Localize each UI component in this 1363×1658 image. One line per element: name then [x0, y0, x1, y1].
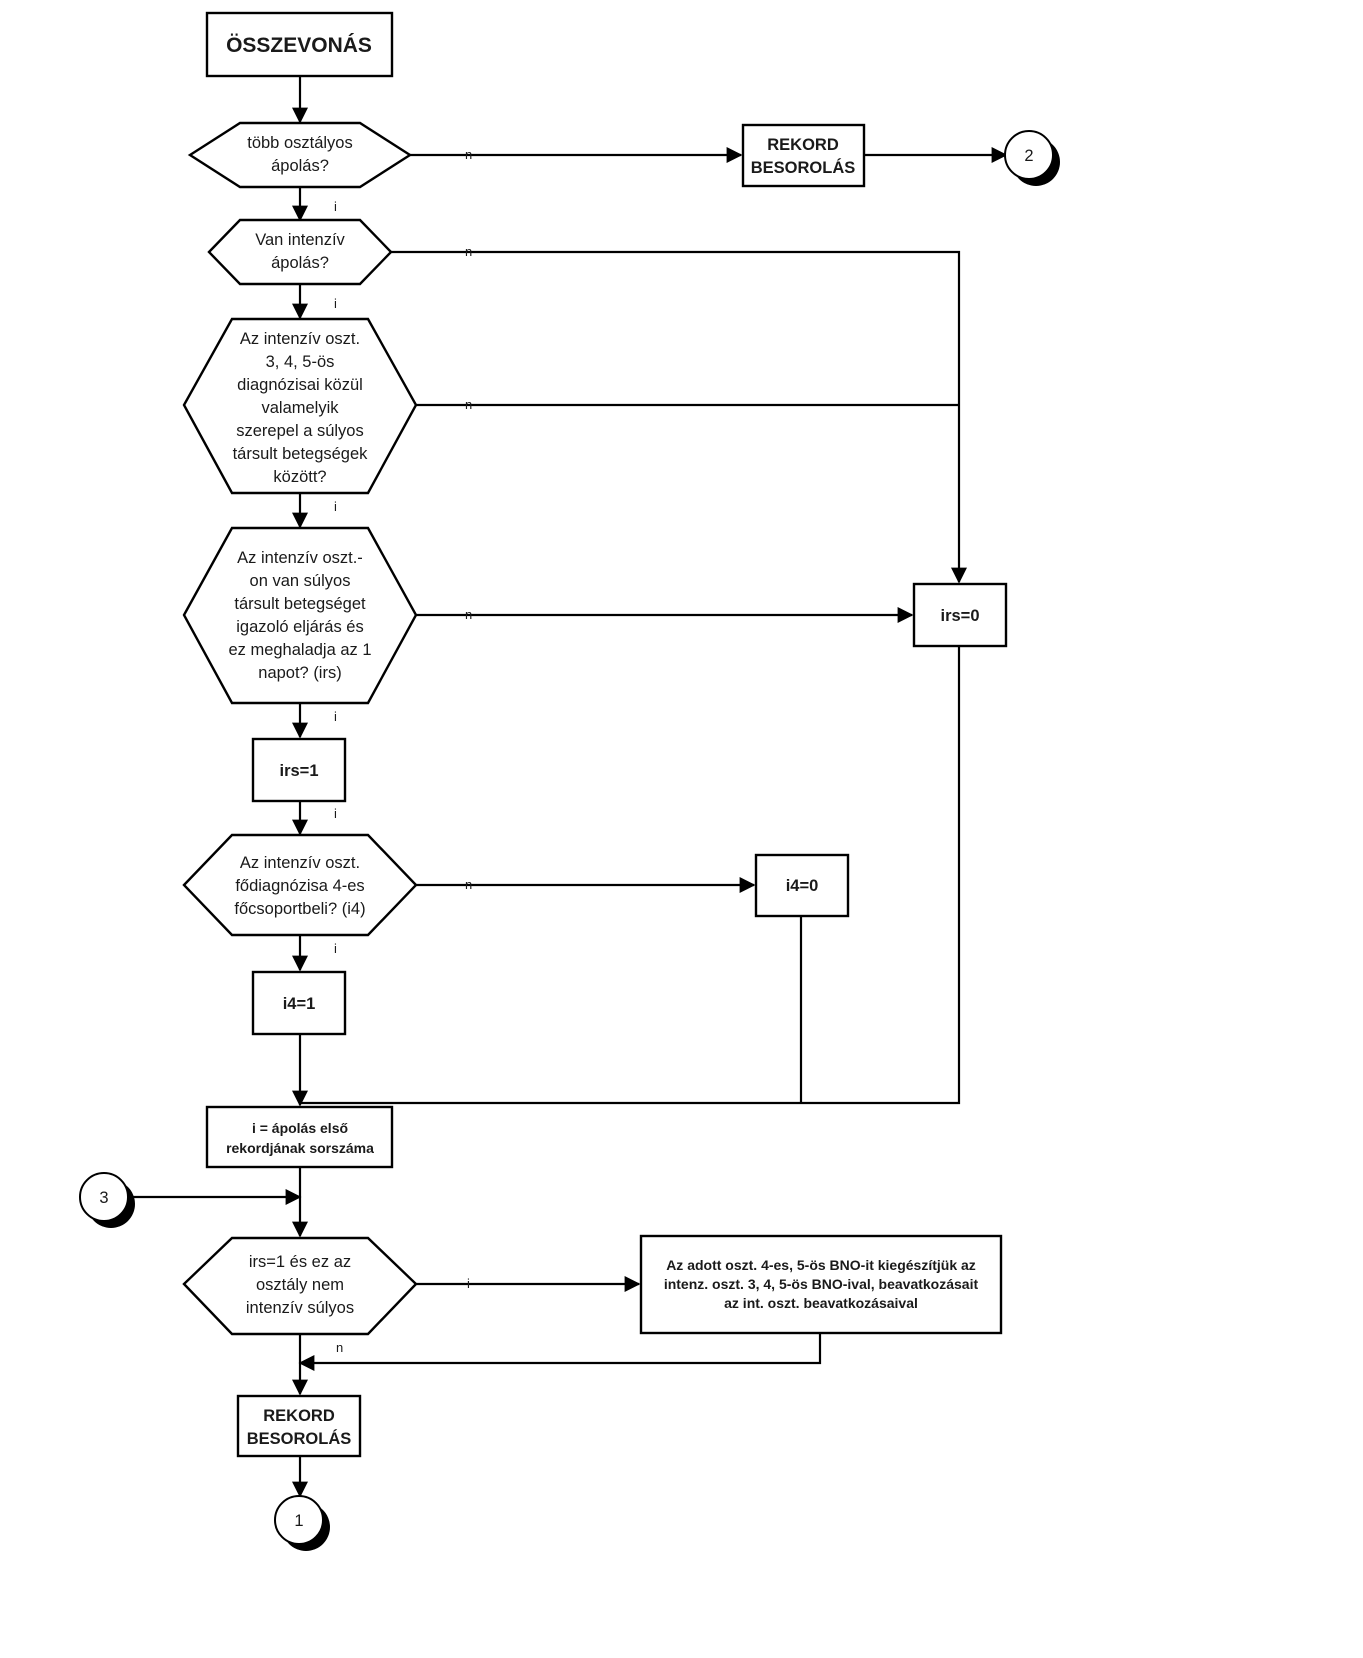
decision-text-line: valamelyik	[261, 399, 339, 417]
process-text-line: i = ápolás első	[252, 1120, 348, 1136]
decision-text-line: több osztályos	[247, 134, 352, 152]
process-text-line: intenz. oszt. 3, 4, 5-ös BNO-ival, beava…	[664, 1276, 979, 1292]
connector-label: 3	[99, 1189, 108, 1207]
label-no: n	[336, 1340, 343, 1355]
decision-text-line: on van súlyos	[250, 572, 351, 590]
label-no: n	[465, 877, 472, 892]
decision-text-line: irs=1 és ez az	[249, 1253, 351, 1271]
edge-bno-main	[298, 1333, 822, 1371]
decision-text-line: társult betegségek	[233, 445, 369, 463]
label-no: n	[465, 397, 472, 412]
process-text-line: irs=1	[280, 762, 319, 780]
edge-d2-irs0	[390, 250, 967, 584]
decision-text-line: ápolás?	[271, 254, 329, 272]
label-yes: i	[334, 941, 337, 956]
process-merge-bno: Az adott oszt. 4-es, 5-ös BNO-it kiegész…	[639, 1234, 1003, 1335]
edge-irs0-merge	[300, 646, 961, 1105]
process-text-line: az int. oszt. beavatkozásaival	[724, 1295, 918, 1311]
decision-text-line: társult betegséget	[234, 595, 366, 613]
decision-text-line: osztály nem	[256, 1276, 344, 1294]
label-no: n	[465, 244, 472, 259]
decision-text-line: diagnózisai közül	[237, 376, 363, 394]
label-yes: i	[334, 499, 337, 514]
connector-1: 1	[274, 1495, 330, 1551]
connections	[133, 76, 1008, 1498]
decision-text-line: szerepel a súlyos	[236, 422, 363, 440]
decision-irs1-not-intensive: irs=1 és ez az osztály nem intenzív súly…	[182, 1236, 418, 1336]
start-box: ÖSSZEVONÁS	[205, 11, 394, 78]
decision-intensive-care: Van intenzív ápolás?	[207, 218, 393, 286]
label-yes: i	[467, 1276, 470, 1291]
decision-text-line: 3, 4, 5-ös	[266, 353, 335, 371]
process-text-line: REKORD	[263, 1407, 335, 1425]
decision-text-line: Az intenzív oszt.-	[237, 549, 363, 567]
decision-text-line: főcsoportbeli? (i4)	[234, 900, 365, 918]
decision-i4: Az intenzív oszt. fődiagnózisa 4-es főcs…	[182, 833, 418, 937]
start-label: ÖSSZEVONÁS	[226, 34, 372, 57]
decision-severe-comorbidity: Az intenzív oszt. 3, 4, 5-ös diagnózisai…	[182, 317, 418, 495]
process-text-line: BESOROLÁS	[247, 1429, 352, 1448]
label-no: n	[465, 147, 472, 162]
connector-label: 2	[1024, 147, 1033, 165]
decision-text-line: fődiagnózisa 4-es	[235, 877, 364, 895]
label-yes: i	[334, 296, 337, 311]
process-i41: i4=1	[251, 970, 347, 1036]
decision-text-line: Az intenzív oszt.	[240, 854, 360, 872]
label-yes: i	[334, 709, 337, 724]
process-i40: i4=0	[754, 853, 850, 918]
process-text-line: REKORD	[767, 136, 839, 154]
decision-text-line: intenzív súlyos	[246, 1299, 354, 1317]
process-rekord-besorolas-bottom: REKORD BESOROLÁS	[236, 1394, 362, 1458]
label-yes: i	[334, 806, 337, 821]
process-text-line: i4=1	[283, 995, 316, 1013]
process-rekord-besorolas-top: REKORD BESOROLÁS	[741, 123, 866, 188]
process-text-line: Az adott oszt. 4-es, 5-ös BNO-it kiegész…	[666, 1257, 976, 1273]
decision-text-line: Az intenzív oszt.	[240, 330, 360, 348]
process-text-line: rekordjának sorszáma	[226, 1140, 374, 1156]
label-yes: i	[334, 199, 337, 214]
decision-text-line: között?	[273, 468, 326, 486]
decision-text-line: igazoló eljárás és	[236, 618, 364, 636]
label-no: n	[465, 607, 472, 622]
connector-2: 2	[1004, 130, 1060, 186]
connector-3: 3	[79, 1172, 135, 1228]
decision-multi-department: több osztályos ápolás?	[187, 121, 413, 189]
decision-irs: Az intenzív oszt.- on van súlyos társult…	[182, 526, 418, 705]
process-text-line: BESOROLÁS	[751, 158, 856, 177]
process-text-line: i4=0	[786, 877, 819, 895]
decision-text-line: Van intenzív	[255, 231, 345, 249]
decision-text-line: ez meghaladja az 1	[228, 641, 371, 659]
process-i-assign: i = ápolás első rekordjának sorszáma	[205, 1105, 394, 1169]
process-irs0: irs=0	[912, 582, 1008, 648]
edge-labels: n i n i n i n i i n i i n	[334, 147, 472, 1355]
decision-text-line: napot? (irs)	[258, 664, 341, 682]
process-irs1: irs=1	[251, 737, 347, 803]
decision-text-line: ápolás?	[271, 157, 329, 175]
connector-label: 1	[294, 1512, 303, 1530]
process-text-line: irs=0	[941, 607, 980, 625]
